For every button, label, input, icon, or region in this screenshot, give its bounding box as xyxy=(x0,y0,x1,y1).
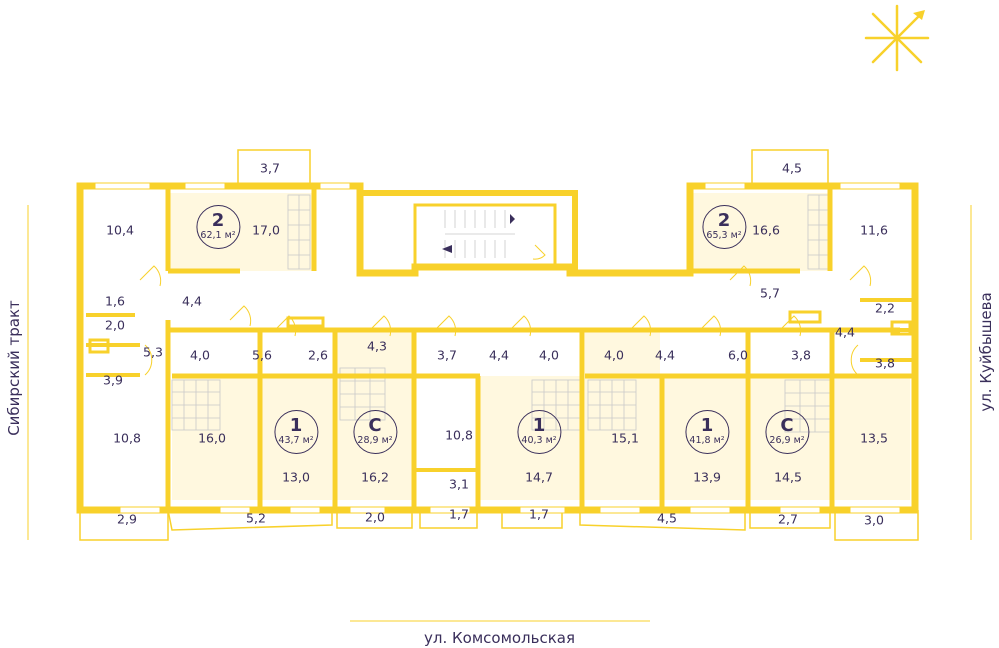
room-area-label: 16,6 xyxy=(752,222,780,238)
apartment-circle xyxy=(517,410,561,454)
apartment-circle xyxy=(196,205,240,249)
room-area-label: 2,6 xyxy=(308,347,328,363)
room-area-label: 3,1 xyxy=(449,476,469,492)
room-area-label: 3,8 xyxy=(875,355,895,371)
sun-north-arrow-icon xyxy=(864,4,930,72)
room-area-label: 16,0 xyxy=(198,430,226,446)
room-area-label: 13,0 xyxy=(282,469,310,485)
room-area-label: 1,7 xyxy=(449,506,469,522)
room-area-label: 5,2 xyxy=(246,510,266,526)
room-area-label: 3,0 xyxy=(864,512,884,528)
apartment-badge[interactable]: 1 43,7 м² xyxy=(274,410,318,454)
room-area-label: 2,2 xyxy=(875,300,895,316)
room-area-label: 1,6 xyxy=(105,293,125,309)
room-area-label: 14,5 xyxy=(774,469,802,485)
room-area-label: 5,7 xyxy=(760,285,780,301)
doors xyxy=(139,244,872,376)
room-area-label: 10,8 xyxy=(445,427,473,443)
room-area-label: 5,6 xyxy=(252,347,272,363)
room-area-label: 4,0 xyxy=(539,347,559,363)
room-area-label: 4,3 xyxy=(367,338,387,354)
room-area-label: 4,0 xyxy=(190,347,210,363)
apartment-badge[interactable]: С 26,9 м² xyxy=(765,410,809,454)
room-area-label: 1,7 xyxy=(529,506,549,522)
apartment-badge[interactable]: 2 62,1 м² xyxy=(196,205,240,249)
room-area-label: 4,4 xyxy=(489,347,509,363)
apartment-badge[interactable]: 2 65,3 м² xyxy=(702,205,746,249)
room-area-label: 13,9 xyxy=(693,469,721,485)
room-area-label: 15,1 xyxy=(611,430,639,446)
room-area-label: 3,9 xyxy=(103,372,123,388)
room-area-label: 16,2 xyxy=(361,469,389,485)
room-area-label: 2,0 xyxy=(365,509,385,525)
apartment-badge[interactable]: С 28,9 м² xyxy=(353,410,397,454)
walls xyxy=(76,182,919,514)
street-left-label: Сибирский тракт xyxy=(5,300,23,436)
apartment-badge[interactable]: 1 41,8 м² xyxy=(685,410,729,454)
room-area-label: 2,0 xyxy=(105,317,125,333)
room-area-label: 4,4 xyxy=(655,347,675,363)
room-area-label: 2,7 xyxy=(778,511,798,527)
street-right-label: ул. Куйбышева xyxy=(977,292,995,412)
apartment-circle xyxy=(765,410,809,454)
room-area-label: 4,4 xyxy=(182,293,202,309)
room-area-label: 10,4 xyxy=(106,222,134,238)
room-area-label: 3,7 xyxy=(437,347,457,363)
room-area-label: 6,0 xyxy=(728,347,748,363)
apartment-circle xyxy=(274,410,318,454)
staircase xyxy=(413,203,557,269)
room-area-label: 13,5 xyxy=(860,430,888,446)
room-area-label: 4,5 xyxy=(782,160,802,176)
street-bottom-label: ул. Комсомольская xyxy=(424,629,576,647)
room-area-label: 4,4 xyxy=(835,324,855,340)
room-area-label: 14,7 xyxy=(525,469,553,485)
room-area-label: 4,5 xyxy=(657,510,677,526)
room-area-label: 2,9 xyxy=(117,511,137,527)
room-area-label: 4,0 xyxy=(604,347,624,363)
apartment-badge[interactable]: 1 40,3 м² xyxy=(517,410,561,454)
room-area-label: 5,3 xyxy=(143,344,163,360)
room-area-label: 10,8 xyxy=(113,430,141,446)
apartment-circle xyxy=(702,205,746,249)
room-area-label: 17,0 xyxy=(252,222,280,238)
apartment-circle xyxy=(685,410,729,454)
apartment-circle xyxy=(353,410,397,454)
windows xyxy=(94,182,901,514)
room-area-label: 11,6 xyxy=(860,222,888,238)
room-area-label: 3,7 xyxy=(260,160,280,176)
room-area-label: 3,8 xyxy=(791,347,811,363)
